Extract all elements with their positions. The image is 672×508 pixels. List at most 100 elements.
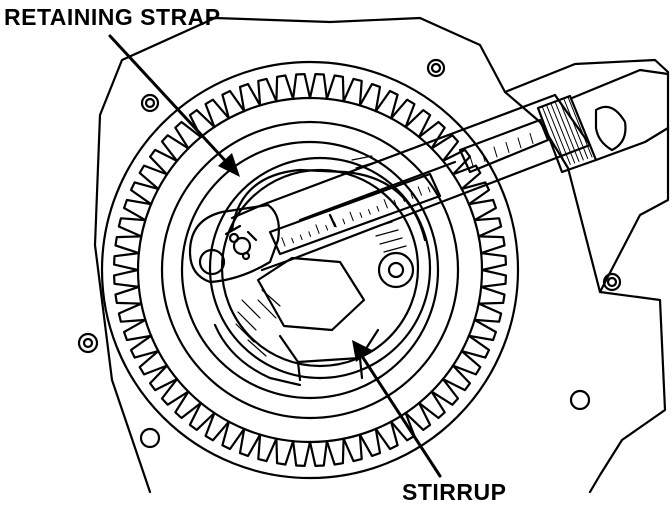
ring-gear-inner <box>160 120 460 420</box>
ratchet-head-icon <box>188 203 280 284</box>
gear-tooth <box>473 217 503 238</box>
gear-tooth <box>188 401 216 431</box>
scale-tick <box>417 186 422 196</box>
stirrup-arrowhead <box>352 340 372 362</box>
gear-tooth <box>238 83 262 113</box>
gear-tooth <box>342 433 363 463</box>
gear-tooth <box>473 302 503 323</box>
scale-tick <box>402 196 405 202</box>
shank-tick <box>481 151 486 162</box>
gear-tooth <box>114 285 143 305</box>
wrench-indicator-pointer <box>298 160 457 228</box>
gear-tooth <box>113 252 140 272</box>
gear-tooth <box>390 411 416 442</box>
gear-tooth <box>123 318 153 342</box>
gear-tooth <box>174 390 202 420</box>
gear-tooth <box>477 285 506 305</box>
gear-tooth <box>138 164 169 190</box>
bolt-hole-left-inner <box>82 337 94 349</box>
gear-tooth <box>308 73 328 100</box>
shank-tick <box>517 137 522 149</box>
knurl-line <box>563 98 589 159</box>
scale-tick <box>376 205 380 212</box>
stirrup-leader <box>356 348 442 478</box>
gear-tooth <box>160 134 190 162</box>
bolt-hole-right <box>602 272 622 292</box>
scale-tick <box>299 234 303 241</box>
gear-tooth <box>418 390 446 420</box>
stirrup-label: STIRRUP <box>402 479 507 505</box>
gear-tooth <box>160 378 190 406</box>
gear-tooth <box>480 268 507 288</box>
scale-tick <box>368 209 371 215</box>
knurl-line <box>541 105 567 167</box>
shank-tick <box>493 146 498 158</box>
scale-tick <box>427 186 431 193</box>
knurl-line <box>545 104 571 165</box>
gear-tooth <box>374 89 399 120</box>
gear-tooth <box>149 148 179 176</box>
gear-tooth <box>467 198 497 222</box>
scale-tick <box>359 212 363 218</box>
retaining-strap-band-lower <box>213 323 302 387</box>
gear-tooth <box>358 427 382 457</box>
gear-tooth <box>114 235 143 255</box>
bearing-hatch-right <box>351 155 407 253</box>
wrench-beam-lower <box>260 143 592 272</box>
scale-tick <box>410 193 414 199</box>
gear-tooth <box>129 181 160 206</box>
knurl-line <box>558 99 584 161</box>
bolt-hole-bottom-right <box>569 389 591 411</box>
gear-tooth <box>325 74 345 103</box>
gear-tooth <box>451 350 482 376</box>
gear-tooth <box>374 420 399 451</box>
gear-tooth <box>257 77 278 107</box>
leader-lines <box>108 34 442 478</box>
wrench-scale-ticks <box>281 186 431 247</box>
scale-tick <box>383 199 388 209</box>
gear-tooth <box>480 252 507 272</box>
gear-tooth <box>174 120 202 150</box>
handle-end <box>594 105 627 152</box>
adjusting-nut-center <box>387 261 405 279</box>
knurl-line <box>554 101 580 162</box>
gear-tooth <box>404 401 432 431</box>
stirrup-bracket <box>278 328 380 382</box>
wrench-shank <box>458 118 550 174</box>
gear-tooth <box>460 334 491 359</box>
gear-tooth <box>221 420 246 451</box>
gear-tooth <box>275 437 295 466</box>
gear-tooth <box>117 302 147 323</box>
bolt-hole-top-left <box>140 93 160 113</box>
wrench-shank-ticks <box>469 133 534 167</box>
scale-tick <box>325 225 329 231</box>
gear-tooth <box>390 98 416 129</box>
gear-tooth <box>138 350 169 376</box>
gear-tooth <box>441 148 471 176</box>
gear-tooth <box>149 364 179 392</box>
gear-tooth <box>430 134 460 162</box>
bearing-race-outer <box>208 156 432 380</box>
gear-tooth <box>325 437 345 466</box>
scale-tick <box>393 199 397 206</box>
gear-tooth <box>342 77 363 107</box>
shank-tick <box>529 133 534 144</box>
scale-tick <box>315 224 320 234</box>
scale-tick <box>342 218 346 225</box>
gear-tooth <box>460 181 491 206</box>
gear-tooth <box>123 198 153 222</box>
bolt-hole-top-left-inner <box>144 97 156 109</box>
shank-tick <box>469 155 474 167</box>
shank-tick <box>505 142 510 153</box>
handle-outline <box>570 68 670 162</box>
bolt-hole-bottom-left <box>139 427 161 449</box>
gear-tooth <box>117 217 147 238</box>
scale-tick <box>349 211 354 222</box>
hex-nut <box>256 256 366 332</box>
gear-tooth <box>292 440 312 467</box>
gear-tooth <box>477 235 506 255</box>
torque-wrench-handle-icon <box>536 68 670 174</box>
gear-tooth <box>204 98 230 129</box>
gear-tooth <box>275 74 295 103</box>
